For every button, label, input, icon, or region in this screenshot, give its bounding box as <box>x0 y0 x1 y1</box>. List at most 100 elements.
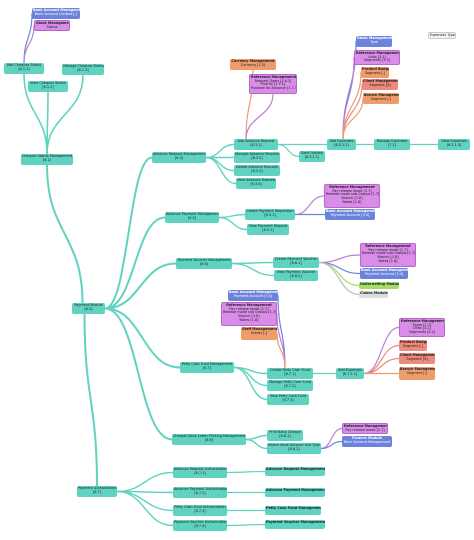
edge-payment_authorization-adv_req_auth <box>116 471 174 493</box>
node-title: Advance Request Authorization <box>174 467 227 471</box>
node-title: View Payment Request <box>248 224 288 228</box>
manage-petty-cash-fund-node[interactable]: Manage Petty Cash Fund[6.7.2] <box>267 380 313 391</box>
node-title: Claims Module <box>360 291 388 295</box>
node-title: Add Advance Request <box>237 139 275 143</box>
send-update-node[interactable]: Send Update[6.3.1.1] <box>299 151 325 162</box>
edge-root-cheque_bank_letter_mgmt <box>104 307 173 441</box>
node-subtitle: [6.7] <box>92 489 102 494</box>
view-petty-cash-fund-node[interactable]: View Petty Cash Fund[6.7.3] <box>267 394 309 405</box>
node-title: Payment Voucher Management <box>266 520 325 524</box>
manage-advance-request-node[interactable]: Manage Advance Request[6.3.2] <box>234 152 280 163</box>
edge-add-cheques-stock <box>23 24 35 64</box>
add-expenses-node[interactable]: Add Expenses[6.3.1.2] <box>327 139 356 150</box>
edge-create_payment_voucher-claims_module <box>318 261 360 296</box>
view-expenses-node[interactable]: View Expenses[6.3.1.3] <box>438 139 470 150</box>
node-title: Product Budget <box>362 67 389 71</box>
node-subtitle: [6.3] <box>174 155 184 160</box>
add-cheques-status-node[interactable]: Add Cheques Status[6.1.1] <box>4 63 44 74</box>
node-subtitle: [6.1.3] <box>77 67 89 72</box>
view-advance-request-node[interactable]: View Advance Request[6.3.4] <box>236 178 276 189</box>
edge-payment_voucher_mgmt-view_payment_voucher <box>231 262 275 277</box>
node-title: Currency Management <box>231 59 275 63</box>
payment-authorization-node[interactable]: Payment Authorization[6.7] <box>77 486 117 497</box>
advance-request-authorization-node[interactable]: Advance Request Authorization[6.7.1] <box>173 467 227 478</box>
manage-cheques-status-node[interactable]: Manage Cheques Status[6.1.3] <box>62 64 104 75</box>
create-payment-voucher-node[interactable]: Create Payment Voucher[6.6.1] <box>273 257 319 268</box>
edge-root-authorization <box>83 313 98 487</box>
create-petty-cash-fund-node[interactable]: Create Petty Cash Fund[6.7.1] <box>267 368 313 379</box>
advance-payment-management-node[interactable]: Advance Payment Management[6.5] <box>165 212 219 223</box>
node-subtitle: [6.7.3] <box>194 508 206 513</box>
node-line: Branch [1.8] <box>377 255 399 260</box>
node-subtitle: [6.7.1] <box>284 371 296 376</box>
advance-request-management-leaf-node[interactable]: Advance Request Management <box>265 467 325 476</box>
create-payment-requisition-node[interactable]: Create Payment Requisition[6.5.1] <box>245 209 295 220</box>
add-expenses-pc-node[interactable]: Add Expenses[6.7.1.1] <box>336 368 364 379</box>
node-title: Create Petty Cash Fund <box>270 368 310 372</box>
payment-voucher-management-leaf-node[interactable]: Payment Voucher Management <box>265 520 325 529</box>
node-subtitle: [6.5.2] <box>262 227 274 232</box>
node-subtitle: [6.3.2] <box>251 155 263 160</box>
node-subtitle: [6.8.2] <box>288 446 300 451</box>
payment-voucher-authorization-node[interactable]: Payment Voucher Authorization[6.7.4] <box>173 520 227 531</box>
node-subtitle: Holder [-] <box>250 330 268 335</box>
node-title: Manage Cheques Status <box>63 64 104 68</box>
advance-payment-management-leaf-node[interactable]: Advance Payment Management <box>265 488 325 497</box>
node-title: Create Payment Requisition <box>246 209 294 213</box>
claims-module-node[interactable]: Claims Module <box>359 291 388 298</box>
view-payment-voucher-node[interactable]: View Payment Voucher[6.6.2] <box>274 270 318 281</box>
node-line: Types [1.7] <box>412 322 432 327</box>
print-bank-cheque-node[interactable]: Print Bank Cheque[6.8.1] <box>267 430 303 441</box>
view-payment-request-node[interactable]: View Payment Request[6.5.2] <box>247 224 289 235</box>
petty-cash-fund-authorization-node[interactable]: Petty Cash Fund Authorization[6.7.3] <box>173 505 227 516</box>
node-line: Pay release mode [1.7] <box>229 306 269 311</box>
petty-cash-fund-management-node[interactable]: Petty Cash Fund Management[6.7] <box>180 362 234 373</box>
delete-advance-request-node[interactable]: Delete Advance Request[6.3.3] <box>234 165 280 176</box>
cheque-bank-letter-printing-management-node[interactable]: Cheque/ Bank Letter Printing Management[… <box>172 434 246 445</box>
bank-account-management-top-node[interactable]: Bank Account ManagementBank Account Cont… <box>32 8 80 19</box>
edge-add_expenses_pc-ref_mgmt_pc2 <box>363 326 400 375</box>
advance-payment-authorization-node[interactable]: Advance Payment Authorization[6.7.2] <box>173 487 227 498</box>
node-title: Reference Management <box>329 184 375 189</box>
node-subtitle: [6.1.1] <box>18 66 30 71</box>
payment-voucher-management-node[interactable]: Payment Voucher Management[6.6] <box>176 258 232 269</box>
node-title: Client Management <box>363 79 398 83</box>
node-title: Petty Cash Fund Management <box>181 362 233 366</box>
edge-create_payment_voucher-ref_mgmt_pv <box>318 254 361 264</box>
cheques-status-management-node[interactable]: Cheques Status Management[6.1] <box>21 154 73 165</box>
view-cheques-status-node[interactable]: View Cheques Status[6.1.2] <box>28 81 68 92</box>
node-line: Notes [1.8] <box>378 259 398 264</box>
node-subtitle: [6.7.1] <box>194 470 206 475</box>
manage-expenses-node[interactable]: Manage Expenses[7.1] <box>374 139 410 150</box>
underwriting-module-node[interactable]: Underwriting Module <box>359 282 399 289</box>
switch-bank-account-node[interactable]: Switch Bank Account and Type[6.8.2] <box>267 443 321 454</box>
add-advance-request-node[interactable]: Add Advance Request[6.3.1] <box>234 139 278 150</box>
payment-module-node[interactable]: Payment Module[6.2] <box>72 303 105 314</box>
node-title: Stock Management <box>357 36 392 40</box>
edge-payment_authorization-payment_voucher_auth <box>116 490 174 527</box>
petty-cash-fund-management-leaf-node[interactable]: Petty Cash Fund Management <box>265 506 321 515</box>
edge-root-advance_payment_mgmt <box>104 216 166 310</box>
advance-request-management-node[interactable]: Advance Request Management[6.3] <box>152 152 206 163</box>
